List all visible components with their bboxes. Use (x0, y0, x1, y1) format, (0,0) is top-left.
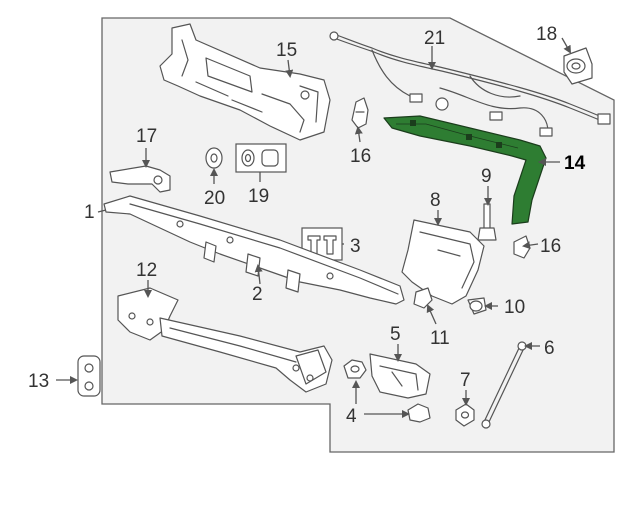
callout-7: 7 (460, 370, 471, 391)
part-16-clip-upper (351, 97, 369, 129)
part-9-bolt (477, 203, 497, 241)
callout-9: 9 (481, 166, 492, 187)
part-8-shield (401, 219, 485, 305)
part-11-clip (413, 287, 433, 309)
callout-5: 5 (390, 324, 401, 345)
callout-3: 3 (350, 236, 361, 257)
part-2-cross-beam (103, 195, 405, 305)
callout-12: 12 (136, 260, 157, 281)
part-4-nut-upper (343, 359, 367, 379)
callout-18: 18 (536, 24, 557, 45)
callout-16-upper: 16 (350, 146, 371, 167)
callout-6: 6 (544, 338, 555, 359)
part-5-support-bracket (369, 353, 431, 399)
callout-16-right: 16 (540, 236, 561, 257)
part-19-bumpers (235, 143, 287, 173)
part-18-grommet (563, 47, 593, 85)
callout-15: 15 (276, 40, 297, 61)
callout-14: 14 (564, 153, 586, 174)
part-17-bracket (109, 165, 171, 193)
callout-20: 20 (204, 188, 225, 209)
part-20-grommet (205, 147, 223, 169)
callout-2: 2 (252, 284, 263, 305)
callout-19: 19 (248, 186, 269, 207)
part-4-nut-lower (407, 403, 431, 423)
callout-4: 4 (346, 406, 357, 427)
callout-21: 21 (424, 28, 445, 49)
callout-10: 10 (504, 297, 525, 318)
part-12-lower-support (117, 287, 333, 393)
leader-lines (56, 37, 571, 418)
callout-11: 11 (430, 328, 450, 349)
part-7-nut (455, 403, 475, 427)
callout-8: 8 (430, 190, 441, 211)
part-15-upper-trim-panel (159, 23, 331, 141)
callout-1: 1 (84, 202, 95, 223)
part-13-hinge-bracket (77, 355, 101, 397)
part-21-wiring-harness (329, 31, 611, 137)
callouts: 15 21 18 14 16 17 20 19 1 3 2 8 9 16 10 … (28, 24, 586, 427)
part-14-reinforcement-highlighted (383, 115, 547, 225)
callout-17: 17 (136, 126, 157, 147)
part-10-push-pin (467, 297, 487, 315)
callout-13: 13 (28, 371, 49, 392)
